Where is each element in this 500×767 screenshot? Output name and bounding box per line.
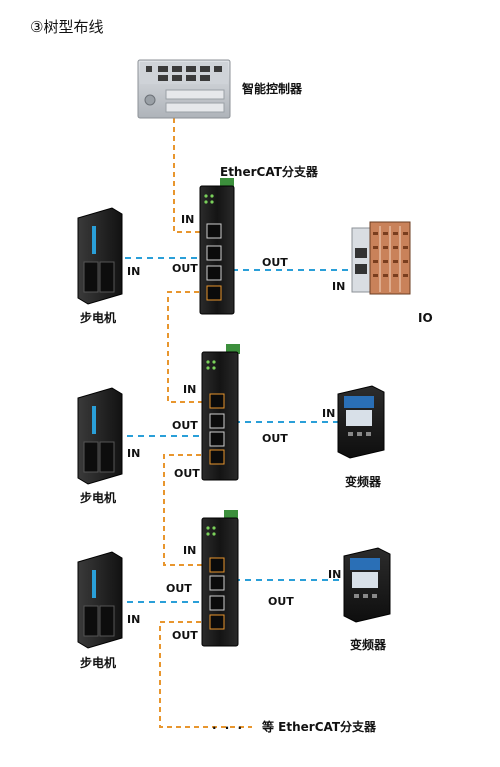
stepper-drive-3: [77, 551, 123, 649]
port-label-in: IN: [127, 447, 141, 460]
cable-splitter-1-to-splitter-2: [167, 291, 210, 403]
port-label-in: IN: [181, 213, 195, 226]
port-label-in: IN: [183, 544, 197, 557]
ethercat-splitter-1: [199, 178, 235, 315]
uplink-cables: [159, 118, 252, 728]
stepper-label-2: 步电机: [80, 491, 117, 505]
port-label-in: IN: [183, 383, 197, 396]
cable-splitter-3-to-next: [159, 621, 252, 728]
port-label-out: OUT: [268, 595, 294, 608]
cable-controller-to-splitter-1: [173, 118, 208, 233]
io-module: [351, 221, 411, 295]
device-cables: [122, 257, 350, 603]
stepper-label-3: 步电机: [80, 656, 117, 670]
stepper-drive-2: [77, 387, 123, 485]
port-label-out: OUT: [262, 256, 288, 269]
port-label-out: OUT: [172, 629, 198, 642]
port-label-out: OUT: [166, 582, 192, 595]
port-label-in: IN: [127, 613, 141, 626]
port-label-in: IN: [322, 407, 336, 420]
ethercat-splitter-3: [201, 510, 239, 647]
inverter-label-1: 变频器: [345, 475, 382, 489]
port-label-out: OUT: [172, 419, 198, 432]
page-title: ③树型布线: [30, 18, 104, 36]
port-label-out: OUT: [174, 467, 200, 480]
port-label-in: IN: [127, 265, 141, 278]
splitter-label: EtherCAT分支器: [220, 165, 318, 179]
port-label-in: IN: [328, 568, 342, 581]
port-label-out: OUT: [262, 432, 288, 445]
port-label-out: OUT: [172, 262, 198, 275]
inverter-2: [343, 547, 391, 623]
io-module-label: IO: [418, 311, 433, 325]
stepper-label-1: 步电机: [80, 311, 117, 325]
stepper-drive-1: [77, 207, 123, 305]
inverter-label-2: 变频器: [350, 638, 387, 652]
controller-label: 智能控制器: [242, 82, 303, 96]
footer-label: 等 EtherCAT分支器: [262, 720, 377, 734]
cable-splitter-2-to-splitter-3: [163, 454, 210, 566]
industrial-controller: [137, 59, 231, 119]
continuation-dots: · · ·: [212, 721, 245, 735]
inverter-1: [337, 385, 385, 459]
ethercat-splitter-2: [201, 344, 240, 481]
port-label-in: IN: [332, 280, 346, 293]
